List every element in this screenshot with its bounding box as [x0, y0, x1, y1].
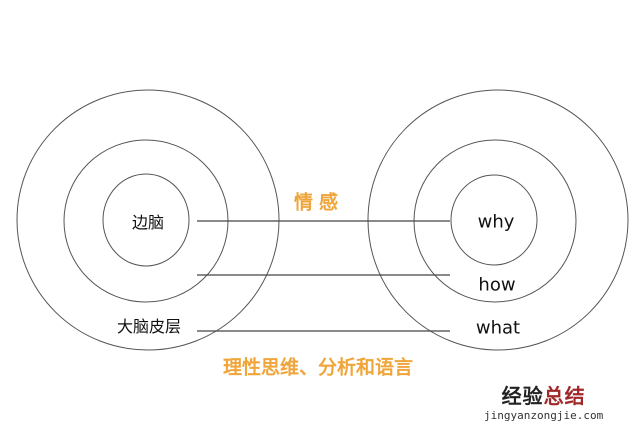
left-inner-circle [102, 173, 190, 267]
watermark-title-dark: 经验 [501, 384, 544, 408]
why-label: why [477, 211, 515, 233]
reason-label: 理性思维、分析和语言 [222, 356, 414, 379]
right-inner-circle [450, 174, 538, 266]
right-outer-circle [367, 89, 629, 351]
watermark-url: jingyanzongjie.com [484, 409, 604, 422]
watermark-title-red: 总结 [543, 384, 586, 408]
left-outer-circle [16, 89, 280, 351]
watermark: 经验总结 jingyanzongjie.com [484, 380, 603, 422]
limbic-brain-label: 边脑 [131, 213, 165, 232]
cerebral-cortex-label: 大脑皮层 [116, 317, 182, 336]
how-label: how [478, 274, 516, 296]
what-label: what [475, 317, 521, 339]
emotion-label: 情感 [293, 191, 345, 214]
